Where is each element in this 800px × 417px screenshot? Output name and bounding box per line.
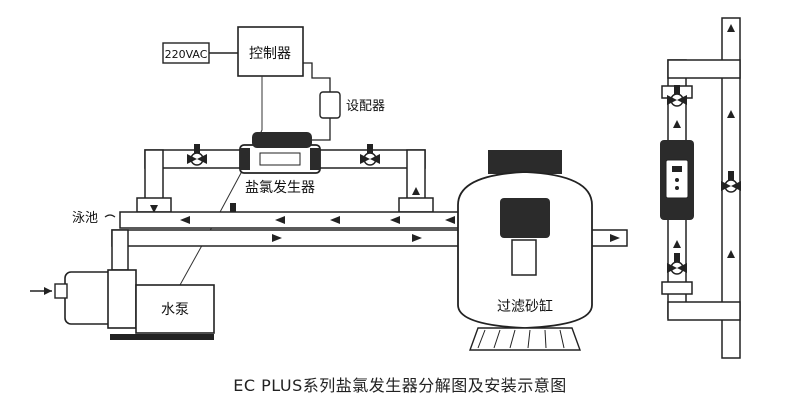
controller-cable	[303, 62, 331, 92]
flow-arrow-icon	[673, 120, 681, 128]
power-supply-box: 220VAC	[162, 42, 210, 64]
pump-icon: 水泵	[30, 269, 215, 340]
flow-arrow-icon	[412, 234, 422, 242]
flow-arrow-icon	[727, 250, 735, 258]
flow-arrow-icon	[727, 110, 735, 118]
adapter-label: 设配器	[346, 99, 385, 114]
flow-arrow-icon	[610, 234, 620, 242]
chlorinator-cell-icon	[660, 140, 694, 220]
adapter-unit: 设配器	[319, 91, 385, 128]
controller-box: 控制器	[237, 26, 304, 77]
power-label: 220VAC	[165, 48, 208, 61]
diagram-caption: EC PLUS系列盐氯发生器分解图及安装示意图	[233, 376, 567, 395]
flow-arrow-icon	[412, 187, 420, 195]
flow-arrow-icon	[330, 216, 340, 224]
flow-arrows-vertical	[673, 24, 735, 258]
pool-label: 泳池	[72, 211, 98, 226]
vertical-installation	[660, 17, 742, 359]
flow-arrow-icon	[275, 216, 285, 224]
filter-label: 过滤砂缸	[497, 298, 553, 315]
chlorinator-label: 盐氯发生器	[245, 180, 315, 196]
flow-arrows-bypass	[150, 187, 420, 213]
flow-arrows-main	[180, 216, 620, 242]
main-pipes	[111, 211, 628, 271]
flow-arrow-icon	[390, 216, 400, 224]
chlorinator-cell: 盐氯发生器	[239, 132, 321, 196]
flow-arrow-icon	[673, 240, 681, 248]
pump-label: 水泵	[161, 302, 189, 318]
flow-arrow-icon	[727, 24, 735, 32]
flow-arrow-icon	[180, 216, 190, 224]
controller-label: 控制器	[249, 46, 291, 62]
flow-arrow-icon	[445, 216, 455, 224]
flow-arrow-icon	[150, 205, 158, 213]
filter-tank-icon: 过滤砂缸	[457, 150, 593, 351]
flow-arrow-icon	[272, 234, 282, 242]
